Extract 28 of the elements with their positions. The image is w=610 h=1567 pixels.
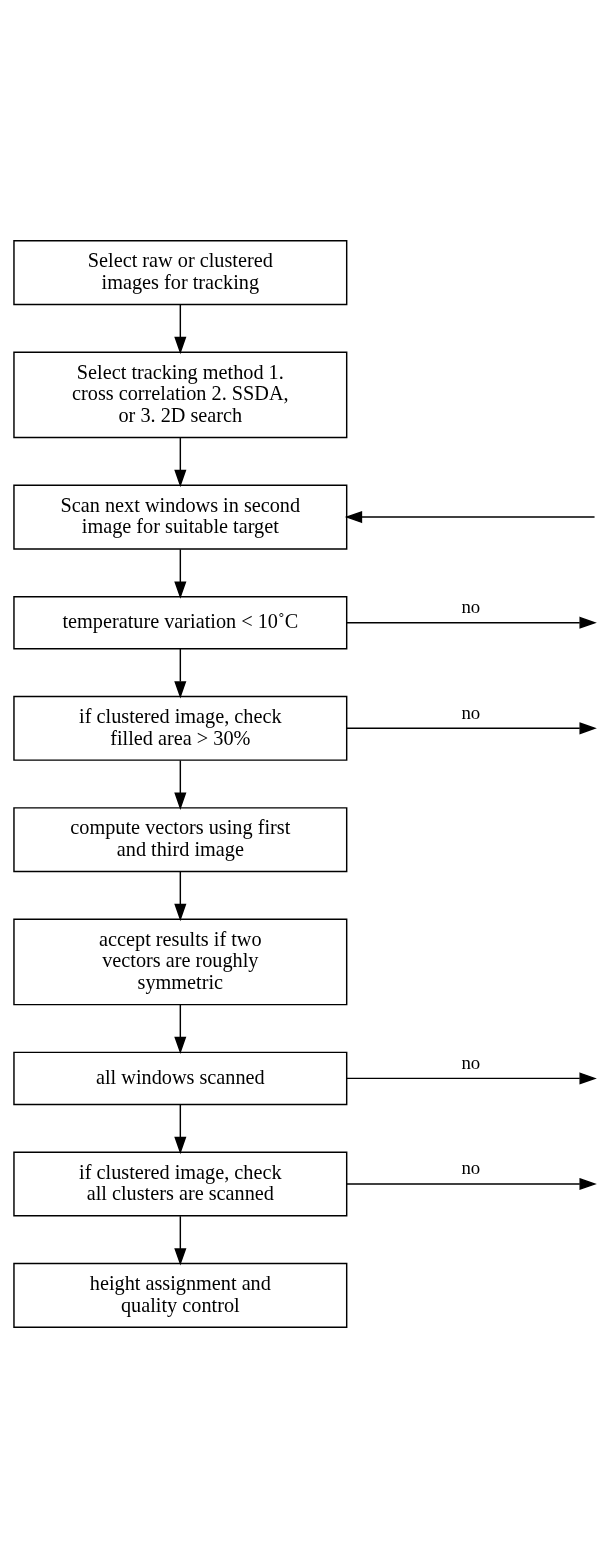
arrow xyxy=(174,1103,187,1154)
node-box: Select tracking method 1. cross correlation 2. SSDA, or 3. 2D search xyxy=(13,350,348,438)
arrow xyxy=(174,1003,187,1054)
edge-label: no xyxy=(461,595,481,617)
arrow xyxy=(344,510,596,523)
node-box: accept results if two vectors are roughly symmetric xyxy=(13,918,348,1005)
arrow xyxy=(174,303,187,354)
arrow xyxy=(174,1215,187,1266)
arrow xyxy=(346,616,597,629)
arrow xyxy=(174,548,187,599)
edge-label: no xyxy=(461,1156,481,1178)
arrow xyxy=(346,1071,597,1084)
node-box: Select raw or clustered images for tracking xyxy=(13,239,348,305)
edge-label: no xyxy=(461,701,481,723)
node-box: if clustered image, check filled area > 30% xyxy=(13,695,348,761)
arrow xyxy=(346,1177,597,1190)
arrow xyxy=(174,870,187,921)
node-box: height assignment and quality control xyxy=(13,1262,348,1328)
arrow xyxy=(174,759,187,810)
node-box: temperature variation < 10˚C xyxy=(13,595,348,649)
arrow xyxy=(174,436,187,487)
node-box: compute vectors using first and third image xyxy=(13,806,348,872)
arrow xyxy=(174,647,187,699)
node-box: Scan next windows in second image for suitable target xyxy=(13,484,348,550)
arrow xyxy=(346,721,597,734)
node-box: all windows scanned xyxy=(13,1051,348,1105)
node-box: if clustered image, check all clusters are scanned xyxy=(13,1150,348,1217)
edge-label: no xyxy=(461,1051,481,1073)
